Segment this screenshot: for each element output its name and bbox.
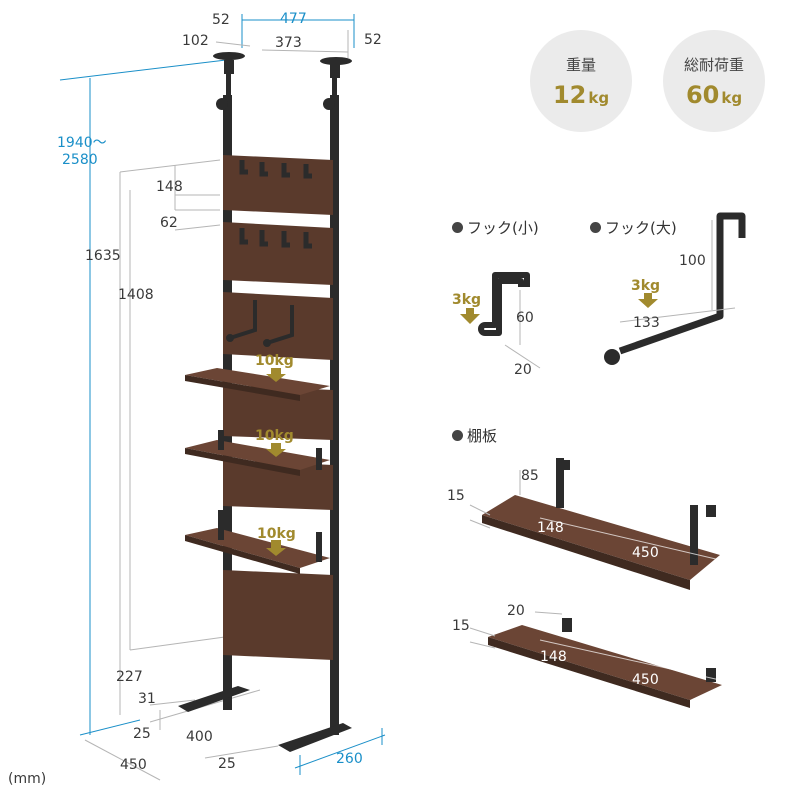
large-hook-load: 3kg (631, 278, 661, 294)
dim-25-right: 25 (218, 756, 236, 772)
dim-148: 148 (156, 179, 183, 195)
small-hook-load: 3kg (452, 292, 482, 308)
shelf-load-3: 10kg (257, 526, 296, 542)
shelf-b-20: 20 (507, 603, 525, 619)
dim-25-left: 25 (133, 726, 151, 742)
dim-62: 62 (160, 215, 178, 231)
dim-1635: 1635 (85, 248, 121, 264)
dim-31: 31 (138, 691, 156, 707)
dim-height-max: 2580 (62, 152, 98, 168)
shelf-a-85: 85 (521, 468, 539, 484)
shelf-b-148: 148 (540, 649, 567, 665)
load-title: 総耐荷重 (683, 55, 744, 74)
dim-373: 373 (275, 35, 302, 51)
shelf-a-148: 148 (537, 520, 564, 536)
large-hook-width: 133 (633, 315, 660, 331)
dim-450: 450 (120, 757, 147, 773)
wall-hooks-small (239, 160, 312, 249)
shelf-board-label: 棚板 (452, 425, 497, 446)
dim-227: 227 (116, 669, 143, 685)
blue-dimension-lines (59, 14, 386, 775)
feet (178, 686, 352, 752)
shelf-board-b-detail (469, 611, 722, 708)
shelf-load-1: 10kg (255, 353, 294, 369)
bullet-icon (452, 430, 463, 441)
shelf-load-2: 10kg (255, 428, 294, 444)
shelf-board-a-detail (469, 458, 721, 590)
large-hook-detail (604, 212, 746, 365)
shelf-b-15: 15 (452, 618, 470, 634)
large-hook-label: フック(大) (590, 217, 677, 238)
small-hook-height: 60 (516, 310, 534, 326)
dim-477: 477 (280, 11, 307, 27)
dim-260: 260 (336, 751, 363, 767)
dim-52-right: 52 (364, 32, 382, 48)
shelf-b-450: 450 (632, 672, 659, 688)
dim-height-min: 1940～ (57, 135, 107, 151)
bullet-icon (452, 222, 463, 233)
dim-400: 400 (186, 729, 213, 745)
shelf-boards (185, 368, 330, 574)
dim-102: 102 (182, 33, 209, 49)
small-hook-detail (460, 272, 541, 369)
unit-label: (mm) (8, 771, 47, 787)
large-hook-height: 100 (679, 253, 706, 269)
small-hook-label: フック(小) (452, 217, 539, 238)
bullet-icon (590, 222, 601, 233)
shelf-a-15: 15 (447, 488, 465, 504)
dim-1408: 1408 (118, 287, 154, 303)
small-hook-width: 20 (514, 362, 532, 378)
shelf-a-450: 450 (632, 545, 659, 561)
shelf-load-arrows (266, 368, 286, 556)
gray-dimension-lines (84, 30, 349, 781)
weight-title: 重量 (565, 55, 596, 74)
dim-52-left: 52 (212, 12, 230, 28)
wall-hooks-large (229, 300, 294, 345)
